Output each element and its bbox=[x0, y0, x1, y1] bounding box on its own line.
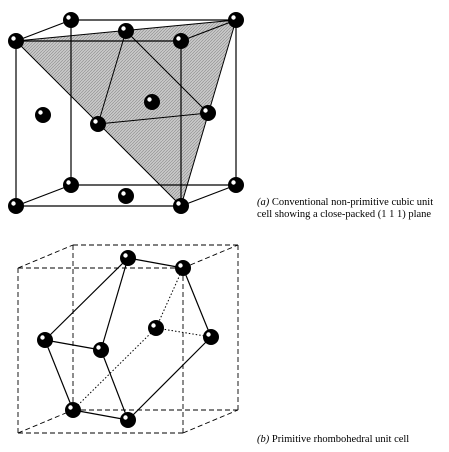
conventional-cubic-cell bbox=[14, 19, 237, 207]
atom bbox=[8, 198, 24, 214]
atom bbox=[65, 402, 81, 418]
caption-a-text: Conventional non-primitive cubic unit ce… bbox=[257, 197, 434, 220]
atom bbox=[37, 332, 53, 348]
dashed-cube-edges bbox=[17, 244, 239, 434]
atom bbox=[175, 260, 191, 276]
atom bbox=[228, 177, 244, 193]
rhombohedral-hidden-edges bbox=[72, 267, 212, 411]
atom bbox=[173, 33, 189, 49]
plane-triangle-lines bbox=[97, 30, 209, 125]
atom bbox=[173, 198, 189, 214]
atom bbox=[148, 320, 164, 336]
atom bbox=[63, 12, 79, 28]
atom bbox=[120, 412, 136, 428]
caption-a-label: (a) bbox=[257, 197, 270, 208]
atom bbox=[203, 329, 219, 345]
caption-a: (a) Conventional non-primitive cubic uni… bbox=[257, 197, 447, 220]
cube-edges bbox=[15, 19, 237, 207]
rhombohedral-edges bbox=[44, 257, 212, 421]
caption-b-label: (b) bbox=[257, 434, 270, 445]
caption-b: (b) Primitive rhombohedral unit cell bbox=[257, 434, 447, 446]
atom bbox=[228, 12, 244, 28]
caption-b-text: Primitive rhombohedral unit cell bbox=[269, 434, 410, 445]
atom bbox=[144, 94, 160, 110]
atom bbox=[93, 342, 109, 358]
atom bbox=[118, 23, 134, 39]
atom bbox=[118, 188, 134, 204]
atom bbox=[200, 105, 216, 121]
atom bbox=[35, 107, 51, 123]
atom bbox=[90, 116, 106, 132]
atoms bbox=[8, 12, 244, 428]
atom bbox=[8, 33, 24, 49]
atom bbox=[63, 177, 79, 193]
atom bbox=[120, 250, 136, 266]
primitive-rhombohedral-cell bbox=[17, 244, 239, 434]
